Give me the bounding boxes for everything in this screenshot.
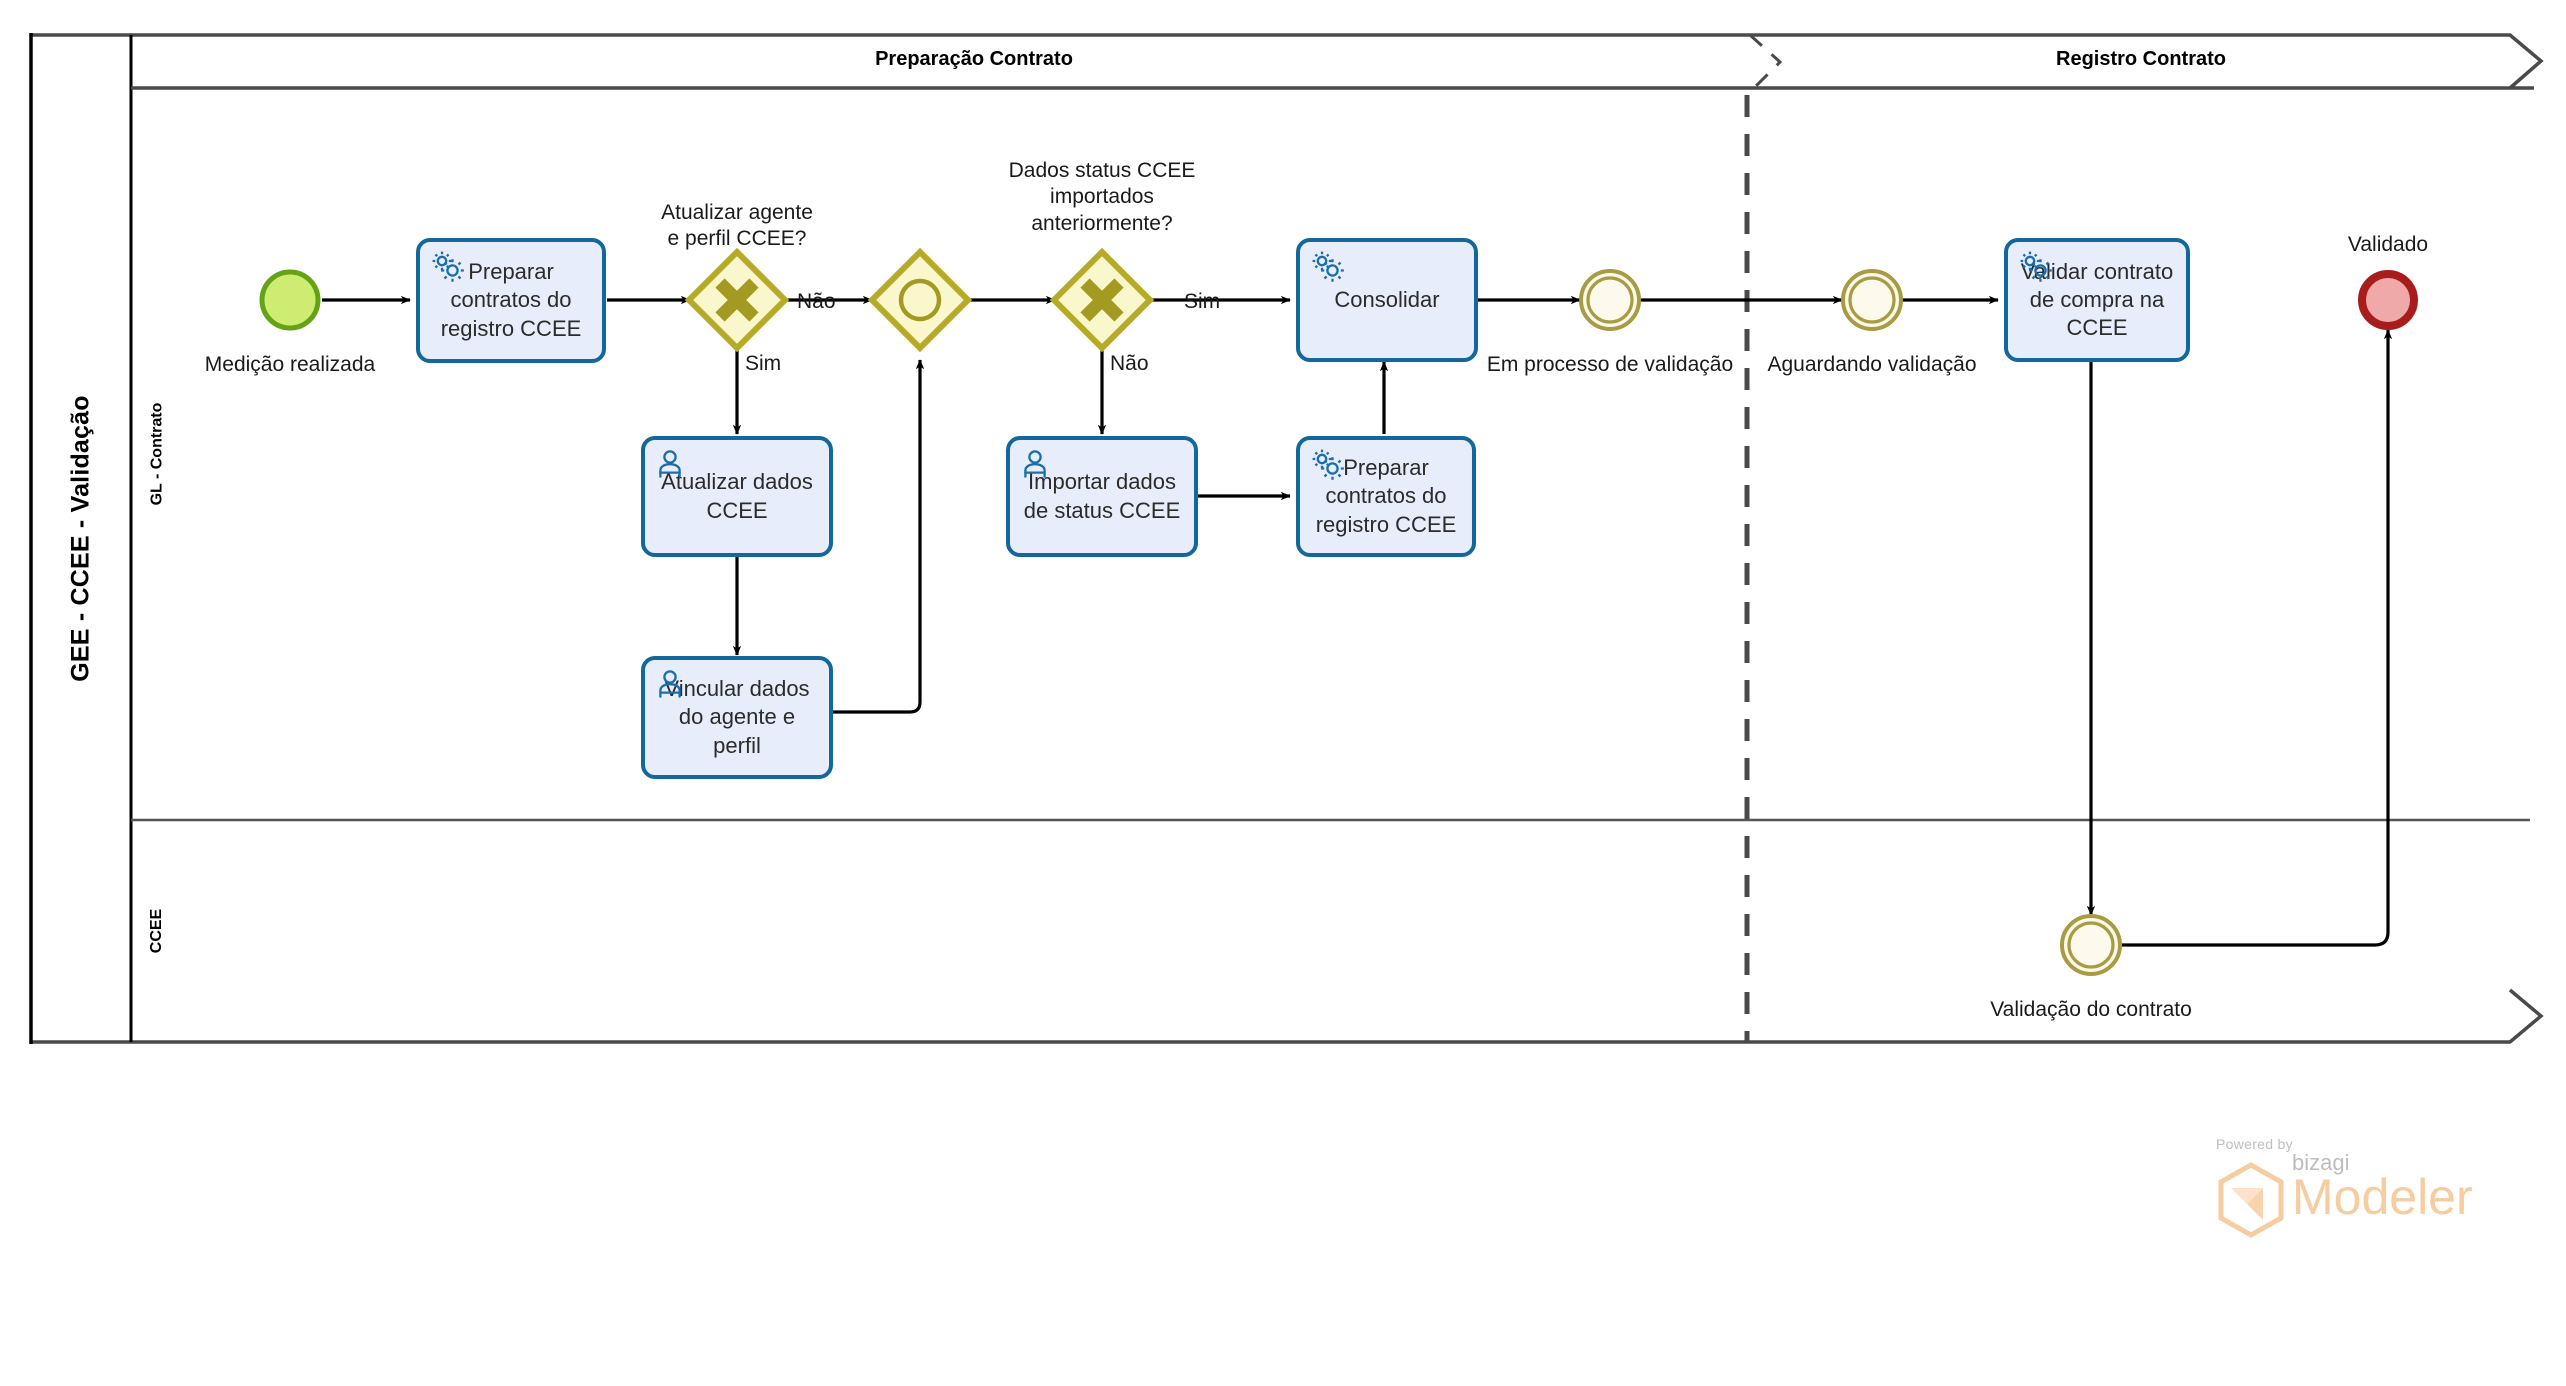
phase-divider (1744, 33, 1783, 1042)
powered-by-label: Powered by (2216, 1136, 2293, 1152)
phase-label-preparacao-contrato: Preparação Contrato (875, 48, 1073, 70)
task-label: Atualizar dados CCEE (661, 469, 813, 523)
phase-label-registro-contrato: Registro Contrato (2056, 48, 2226, 70)
modeler-wordmark: Modeler (2292, 1169, 2473, 1225)
flow-label-nao-2: Não (1110, 352, 1149, 375)
pool-title: GEE - CCEE - Validação (31, 35, 131, 1042)
exclusive-gateway-dados-status-ccee[interactable] (1049, 247, 1155, 353)
validado-label: Validado (2347, 233, 2429, 256)
lane-header-gl-contrato: GL - Contrato (131, 88, 183, 820)
inclusive-gateway-merge[interactable] (867, 247, 973, 353)
user-task-icon (1024, 450, 1046, 478)
task-atualizar-dados-ccee[interactable]: Atualizar dados CCEE (641, 436, 833, 557)
task-label: Vincular dados do agente e perfil (664, 676, 810, 758)
service-gears-icon (2020, 251, 2052, 282)
flow-vincular-to-merge (833, 359, 925, 714)
task-vincular-dados-agente-perfil[interactable]: Vincular dados do agente e perfil (641, 656, 833, 779)
intermediate-event-aguardando-validacao[interactable] (1841, 269, 1903, 331)
lane-label-ccee: CCEE (147, 908, 165, 954)
task-importar-dados-status-ccee[interactable]: Importar dados de status CCEE (1006, 436, 1198, 557)
gateway-label-dados-status-ccee: Dados status CCEE importados anteriormen… (1008, 159, 1196, 235)
bizagi-modeler-branding: Powered by bizagi Modeler (2216, 1136, 2473, 1238)
lane-label-gl-contrato: GL - Contrato (148, 402, 165, 506)
flow-validacaocontrato-to-validado (2122, 329, 2393, 947)
start-event-medicao-realizada[interactable] (259, 269, 321, 331)
task-label: Importar dados de status CCEE (1023, 469, 1181, 523)
task-preparar-contratos-registro-ccee-1[interactable]: Preparar contratos do registro CCEE (416, 238, 606, 363)
start-event-label: Medição realizada (204, 353, 376, 376)
bizagi-hexagon-logo-icon (2218, 1162, 2284, 1238)
flow-label-nao-1: Não (797, 290, 836, 313)
end-event-validado[interactable] (2358, 270, 2418, 330)
task-label: Preparar contratos do registro CCEE (440, 259, 582, 341)
user-task-icon (659, 450, 681, 478)
pool-title-text: GEE - CCEE - Validação (66, 395, 95, 682)
service-gears-icon (432, 251, 464, 282)
intermediate-event-em-processo-validacao[interactable] (1579, 269, 1641, 331)
task-preparar-contratos-registro-ccee-2[interactable]: Preparar contratos do registro CCEE (1296, 436, 1476, 557)
gateway-label-atualizar-agente-perfil: Atualizar agente e perfil CCEE? (661, 201, 813, 251)
lane-header-ccee: CCEE (131, 820, 183, 1042)
flow-label-sim-2: Sim (1184, 290, 1221, 313)
exclusive-gateway-atualizar-agente-perfil[interactable] (684, 247, 790, 353)
service-gears-icon (1312, 251, 1344, 282)
pool-frame (29, 33, 2544, 1044)
bizagi-wordmark: bizagi (2292, 1150, 2350, 1175)
sequence-flows (322, 295, 2393, 947)
service-gears-icon (1312, 449, 1344, 480)
em-processo-validacao-label: Em processo de validação (1486, 353, 1734, 376)
task-label: Preparar contratos do registro CCEE (1315, 455, 1457, 537)
task-consolidar[interactable]: Consolidar (1296, 238, 1478, 362)
aguardando-validacao-label: Aguardando validação (1767, 353, 1977, 376)
intermediate-event-validacao-do-contrato[interactable] (2060, 914, 2122, 976)
user-task-icon (659, 670, 681, 698)
task-validar-contrato-compra-ccee[interactable]: Validar contrato de compra na CCEE (2004, 238, 2190, 362)
validacao-do-contrato-label: Validação do contrato (1990, 998, 2192, 1021)
flow-label-sim-1: Sim (745, 352, 782, 375)
task-label: Consolidar (1334, 286, 1440, 312)
